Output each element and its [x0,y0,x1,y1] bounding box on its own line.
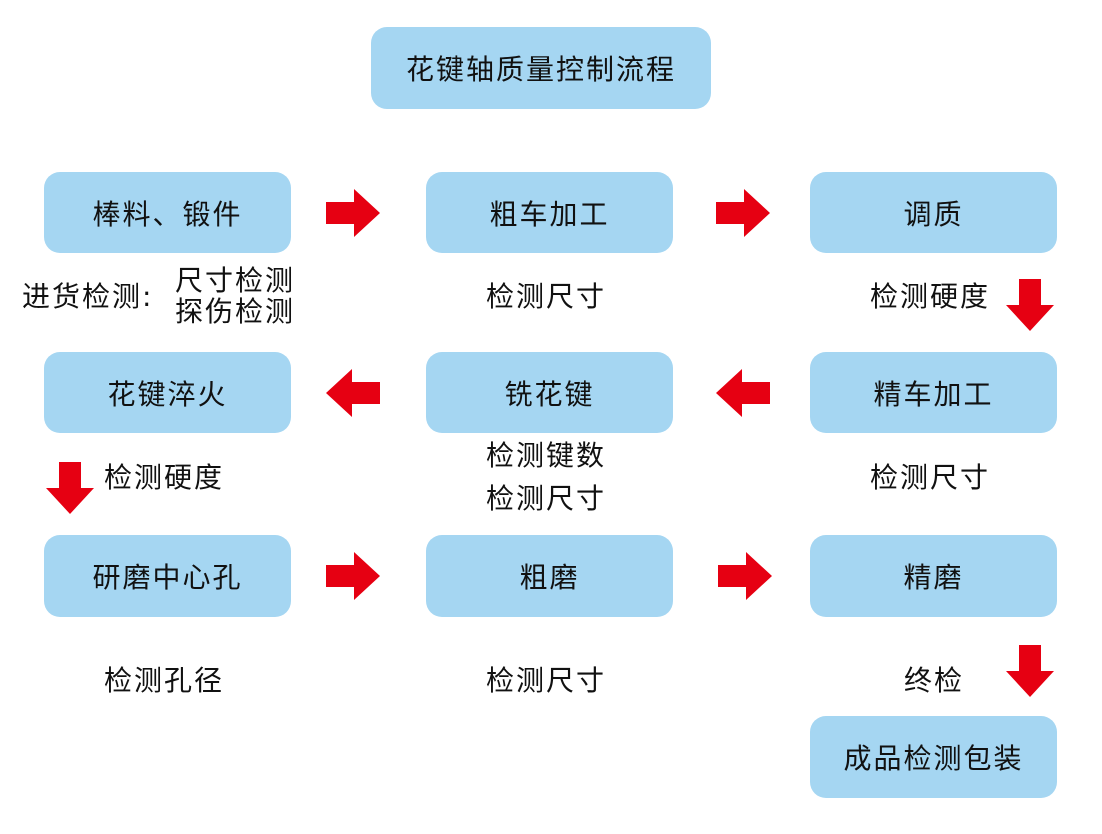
arrow-right-icon [326,189,380,237]
check-incoming-dimension: 尺寸检测 [175,264,296,297]
check-dimension-1: 检测尺寸 [486,280,607,313]
check-incoming-flaw: 探伤检测 [175,295,296,328]
arrow-down-icon [46,462,94,514]
check-dimension-2: 检测尺寸 [486,482,607,515]
arrow-right-icon [716,189,770,237]
check-dimension-3: 检测尺寸 [870,461,991,494]
step-grind-center-hole: 研磨中心孔 [44,535,291,617]
step-quench-temper: 调质 [810,172,1057,253]
step-final-packaging: 成品检测包装 [810,716,1057,798]
arrow-left-icon [326,369,380,417]
step-fine-grinding: 精磨 [810,535,1057,617]
check-hardness-2: 检测硬度 [104,461,225,494]
arrow-down-icon [1006,279,1054,331]
check-hardness-1: 检测硬度 [870,280,991,313]
step-finish-turning: 精车加工 [810,352,1057,433]
check-hole-diameter: 检测孔径 [104,664,225,697]
arrow-down-icon [1006,645,1054,697]
step-raw-material: 棒料、锻件 [44,172,291,253]
arrow-right-icon [326,552,380,600]
check-key-count: 检测键数 [486,439,607,472]
page-title: 花键轴质量控制流程 [371,27,711,109]
step-rough-turning: 粗车加工 [426,172,673,253]
check-final: 终检 [904,664,965,697]
arrow-right-icon [718,552,772,600]
step-mill-spline: 铣花键 [426,352,673,433]
arrow-left-icon [716,369,770,417]
check-incoming-prefix: 进货检测: [22,280,154,313]
step-rough-grinding: 粗磨 [426,535,673,617]
check-dimension-4: 检测尺寸 [486,664,607,697]
step-spline-quench: 花键淬火 [44,352,291,433]
